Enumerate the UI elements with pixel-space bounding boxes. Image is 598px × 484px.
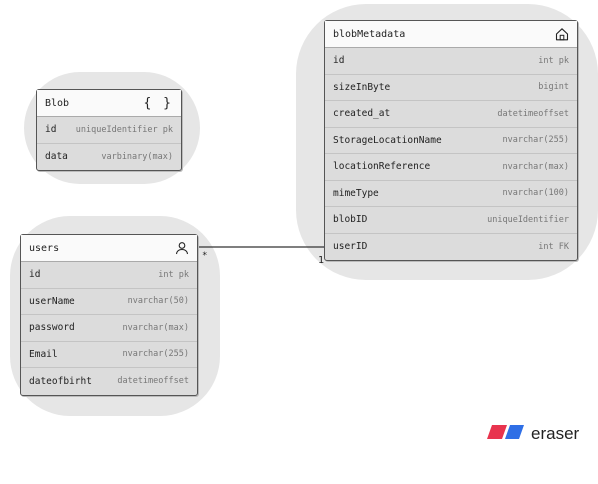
field-type: uniqueIdentifier pk: [75, 124, 173, 135]
field-row[interactable]: blobID uniqueIdentifier: [325, 207, 577, 234]
entity-header: users: [21, 235, 197, 262]
field-row[interactable]: created_at datetimeoffset: [325, 101, 577, 128]
field-name: blobID: [333, 214, 368, 226]
field-row[interactable]: data varbinary(max): [37, 144, 181, 171]
field-type: nvarchar(max): [502, 161, 569, 172]
field-type: datetimeoffset: [497, 108, 569, 119]
entity-users[interactable]: users id int pk userName nvarchar(50) pa…: [20, 234, 198, 396]
field-name: created_at: [333, 108, 391, 120]
eraser-brand[interactable]: eraser: [487, 424, 579, 444]
field-name: mimeType: [333, 187, 379, 199]
field-type: uniqueIdentifier: [487, 214, 569, 225]
field-type: nvarchar(255): [502, 135, 569, 146]
entity-title: users: [29, 242, 60, 254]
field-name: id: [29, 269, 41, 281]
field-row[interactable]: id int pk: [21, 262, 197, 289]
field-name: userID: [333, 241, 368, 253]
field-row[interactable]: dateofbirht datetimeoffset: [21, 368, 197, 395]
home-icon: [555, 27, 569, 41]
field-type: int pk: [158, 269, 189, 280]
entity-title: blobMetadata: [333, 28, 406, 40]
field-type: datetimeoffset: [117, 376, 189, 387]
field-row[interactable]: locationReference nvarchar(max): [325, 154, 577, 181]
entity-blob[interactable]: Blob { } id uniqueIdentifier pk data var…: [36, 89, 182, 171]
cardinality-many-label: *: [202, 251, 208, 261]
user-icon: [175, 241, 189, 255]
field-row[interactable]: sizeInByte bigint: [325, 75, 577, 101]
field-type: nvarchar(255): [122, 349, 189, 360]
field-row[interactable]: userName nvarchar(50): [21, 289, 197, 315]
entity-header: Blob { }: [37, 90, 181, 117]
field-row[interactable]: password nvarchar(max): [21, 315, 197, 342]
field-row[interactable]: StorageLocationName nvarchar(255): [325, 128, 577, 154]
field-name: Email: [29, 348, 58, 360]
eraser-wordmark: eraser: [531, 424, 580, 443]
field-type: nvarchar(50): [127, 296, 189, 307]
braces-icon: { }: [143, 95, 173, 111]
entity-blobmetadata[interactable]: blobMetadata id int pk sizeInByte bigint…: [324, 20, 578, 261]
cardinality-one-label: 1: [318, 255, 325, 266]
field-name: password: [29, 322, 75, 334]
field-row[interactable]: Email nvarchar(255): [21, 342, 197, 368]
field-name: userName: [29, 295, 75, 307]
field-type: int FK: [538, 241, 569, 252]
field-name: id: [45, 124, 57, 136]
field-row[interactable]: id int pk: [325, 48, 577, 75]
field-name: locationReference: [333, 161, 431, 173]
field-row[interactable]: mimeType nvarchar(100): [325, 181, 577, 207]
field-type: nvarchar(100): [502, 188, 569, 199]
entity-title: Blob: [45, 97, 70, 109]
field-name: dateofbirht: [29, 375, 92, 387]
field-name: StorageLocationName: [333, 134, 442, 146]
field-row[interactable]: userID int FK: [325, 234, 577, 261]
field-type: nvarchar(max): [122, 322, 189, 333]
field-type: int pk: [538, 55, 569, 66]
eraser-logo-icon: [487, 424, 525, 444]
field-row[interactable]: id uniqueIdentifier pk: [37, 117, 181, 144]
field-name: sizeInByte: [333, 81, 391, 93]
field-type: bigint: [538, 82, 569, 93]
field-name: id: [333, 55, 345, 67]
field-type: varbinary(max): [101, 151, 173, 162]
field-name: data: [45, 151, 68, 163]
entity-header: blobMetadata: [325, 21, 577, 48]
